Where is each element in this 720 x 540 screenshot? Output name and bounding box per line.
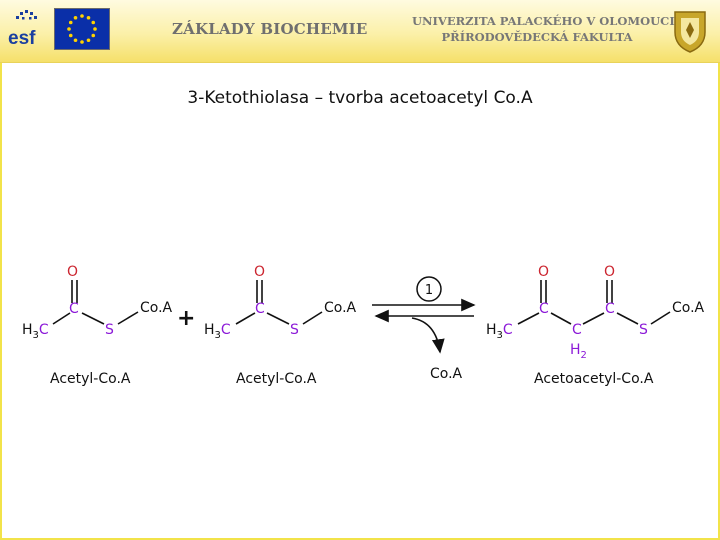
plus-sign: + [177, 306, 195, 331]
eu-star-icon [86, 38, 91, 43]
acetoacetyl-coa-molecule: O O C C C S Co.A H3C H2 Acetoacetyl-Co.A [486, 264, 705, 387]
oxygen-atom: O [604, 264, 615, 280]
svg-text:esf: esf [8, 28, 36, 48]
esf-logo: esf [8, 10, 37, 48]
step-number-badge [416, 276, 442, 302]
eu-star-icon [68, 20, 73, 25]
carbon-atom: C [572, 322, 582, 338]
eu-star-icon [91, 20, 96, 25]
product-name: Acetoacetyl-Co.A [534, 371, 654, 387]
header-banner: esf ZÁKLADY BIOCHEMIE UNIVERZITA PALACKÉ… [0, 0, 720, 63]
university-line-1: UNIVERZITA PALACKÉHO V OLOMOUCI [412, 14, 675, 28]
eu-star-icon [80, 40, 84, 44]
carbon-atom: C [255, 301, 265, 317]
eu-star-icon [91, 33, 96, 38]
oxygen-atom: O [67, 264, 78, 280]
eu-star-icon [86, 15, 91, 20]
university-name: UNIVERZITA PALACKÉHO V OLOMOUCI PŘÍRODOV… [412, 13, 675, 45]
coa-group: Co.A [672, 300, 705, 316]
slide-title: 3-Ketothiolasa – tvorba acetoacetyl Co.A [187, 88, 533, 108]
methyl-group: H3C [486, 322, 513, 341]
university-line-2: PŘÍRODOVĚDECKÁ FAKULTA [441, 30, 633, 44]
acetyl-coa-molecule-2: O C S Co.A H3C Acetyl-Co.A [204, 264, 357, 387]
carbon-atom: C [605, 301, 615, 317]
acetyl-coa-molecule-1: O C S Co.A H3C Acetyl-Co.A [22, 264, 173, 387]
oxygen-atom: O [538, 264, 549, 280]
eu-flag-icon [54, 8, 110, 50]
carbon-atom: C [539, 301, 549, 317]
reaction-scheme: O C S Co.A H3C Acetyl-Co.A + O C S Co.A … [22, 264, 705, 387]
released-coa: Co.A [430, 366, 463, 382]
eu-star-icon [73, 15, 78, 20]
coa-group: Co.A [324, 300, 357, 316]
sulfur-atom: S [639, 322, 648, 338]
equilibrium-arrows: 1 Co.A [372, 276, 476, 382]
eu-star-icon [73, 38, 78, 43]
eu-star-icon [68, 33, 73, 38]
eu-star-icon [80, 14, 84, 18]
sulfur-atom: S [290, 322, 299, 338]
methyl-group: H3C [204, 322, 231, 341]
oxygen-atom: O [254, 264, 265, 280]
sulfur-atom: S [105, 322, 114, 338]
reactant-2-name: Acetyl-Co.A [236, 371, 317, 387]
methyl-group: H3C [22, 322, 49, 341]
university-shield-icon [674, 11, 706, 53]
eu-star-icon [93, 27, 97, 31]
coa-group: Co.A [140, 300, 173, 316]
methylene-label: H2 [570, 342, 587, 361]
eu-star-icon [67, 27, 71, 31]
course-title: ZÁKLADY BIOCHEMIE [172, 20, 368, 38]
reactant-1-name: Acetyl-Co.A [50, 371, 131, 387]
step-number: 1 [425, 283, 433, 298]
carbon-atom: C [69, 301, 79, 317]
